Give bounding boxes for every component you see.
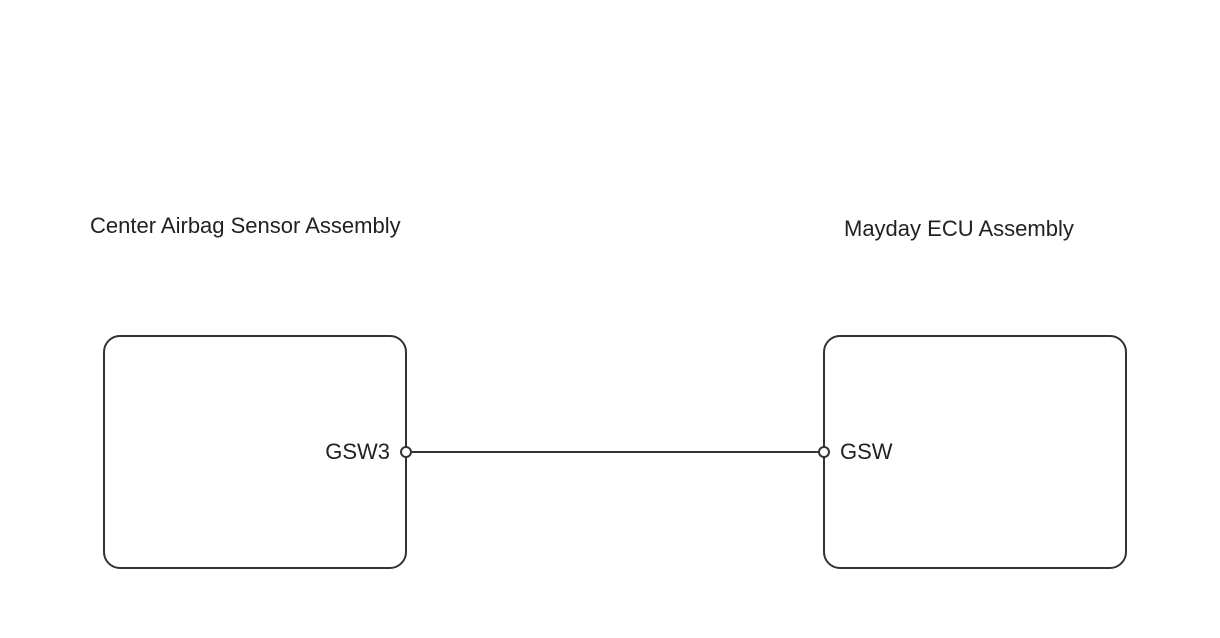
right-component-title: Mayday ECU Assembly xyxy=(844,216,1074,241)
right-pin-terminal xyxy=(818,446,830,458)
left-pin-label: GSW3 xyxy=(325,439,390,464)
right-pin-label: GSW xyxy=(840,439,893,464)
left-component-title: Center Airbag Sensor Assembly xyxy=(90,213,401,238)
left-pin-terminal xyxy=(400,446,412,458)
